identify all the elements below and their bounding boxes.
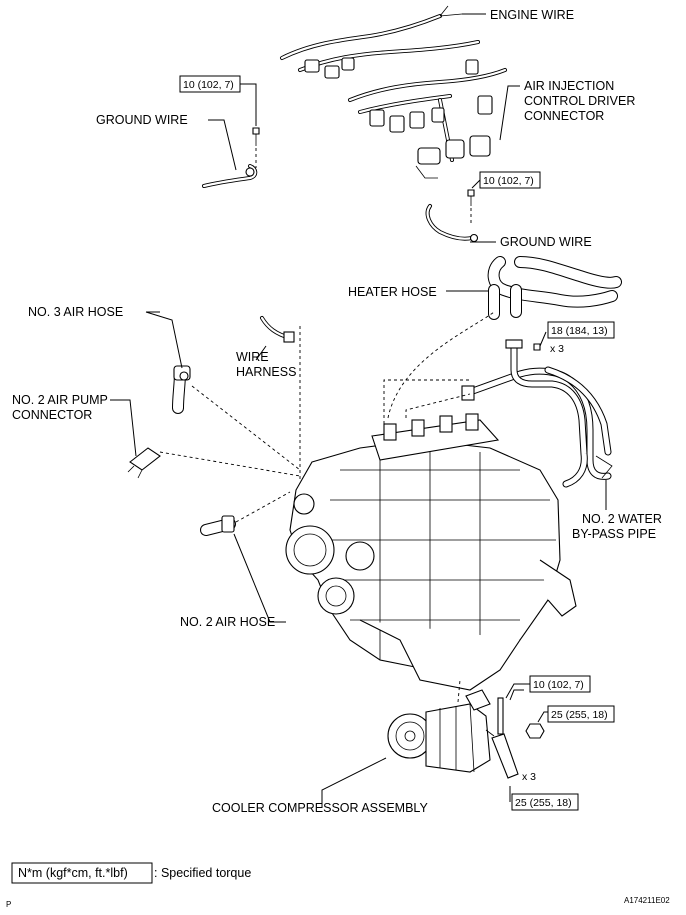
wire-harness-illustration xyxy=(260,316,301,480)
torque-legend: N*m (kgf*cm, ft.*lbf) : Specified torque xyxy=(11,862,251,884)
heater-hose-label: HEATER HOSE xyxy=(348,285,437,299)
torque-box-1: 10 (102, 7) xyxy=(179,75,257,126)
no2-air-hose-label: NO. 2 AIR HOSE xyxy=(180,615,275,629)
torque-value: 25 (255, 18) xyxy=(515,797,572,809)
figure-id: A174211E02 xyxy=(624,896,670,905)
air-injection-label-line2: CONTROL DRIVER xyxy=(524,94,635,108)
torque-value: 18 (184, 13) xyxy=(551,325,608,337)
ground-wire-right-illustration xyxy=(425,189,479,243)
wire-harness-label-line2: HARNESS xyxy=(236,365,296,379)
ground-wire-right-label: GROUND WIRE xyxy=(500,235,592,249)
torque-value: 10 (102, 7) xyxy=(533,679,584,691)
engine-wire-harness-illustration xyxy=(280,5,507,179)
torque-value: 10 (102, 7) xyxy=(483,175,534,187)
torque-box-2: 10 (102, 7) xyxy=(479,171,541,189)
torque-box-4: 10 (102, 7) xyxy=(505,675,591,699)
heater-hose-illustration xyxy=(487,256,622,320)
ground-wire-left-label: GROUND WIRE xyxy=(96,113,188,127)
engine-wire-label: ENGINE WIRE xyxy=(490,8,574,22)
torque-box-3: 18 (184, 13) x 3 xyxy=(533,321,615,355)
torque-box-6: x 3 25 (255, 18) xyxy=(511,771,579,811)
no3-air-hose-label: NO. 3 AIR HOSE xyxy=(28,305,123,319)
legend-text: : Specified torque xyxy=(154,866,251,880)
torque-value: 25 (255, 18) xyxy=(551,709,608,721)
no2-air-pump-label-line2: CONNECTOR xyxy=(12,408,92,422)
cooler-compressor-label: COOLER COMPRESSOR ASSEMBLY xyxy=(212,801,428,815)
no2-water-label-line2: BY-PASS PIPE xyxy=(572,527,656,541)
no2-air-pump-label-line1: NO. 2 AIR PUMP xyxy=(12,393,108,407)
no2-air-pump-connector-illustration xyxy=(127,447,301,479)
water-bypass-pipe-illustration xyxy=(461,339,613,488)
cooler-compressor-illustration xyxy=(387,679,545,779)
torque-box-5: 25 (255, 18) xyxy=(547,705,615,723)
air-injection-label-line1: AIR INJECTION xyxy=(524,79,614,93)
air-injection-label-line3: CONNECTOR xyxy=(524,109,604,123)
legend-unit: N*m (kgf*cm, ft.*lbf) xyxy=(18,866,128,880)
no3-air-hose-illustration xyxy=(172,365,301,471)
corner-mark: P xyxy=(6,900,11,909)
torque-value: 10 (102, 7) xyxy=(183,79,234,91)
wire-harness-label-line1: WIRE xyxy=(236,350,269,364)
leader-lines xyxy=(110,13,607,808)
ground-wire-left-illustration xyxy=(202,127,260,188)
no2-water-label-line1: NO. 2 WATER xyxy=(582,512,662,526)
torque-qty: x 3 xyxy=(522,771,536,783)
torque-qty: x 3 xyxy=(550,343,564,355)
engine-block-illustration xyxy=(285,311,577,691)
no2-air-hose-illustration xyxy=(200,491,291,536)
